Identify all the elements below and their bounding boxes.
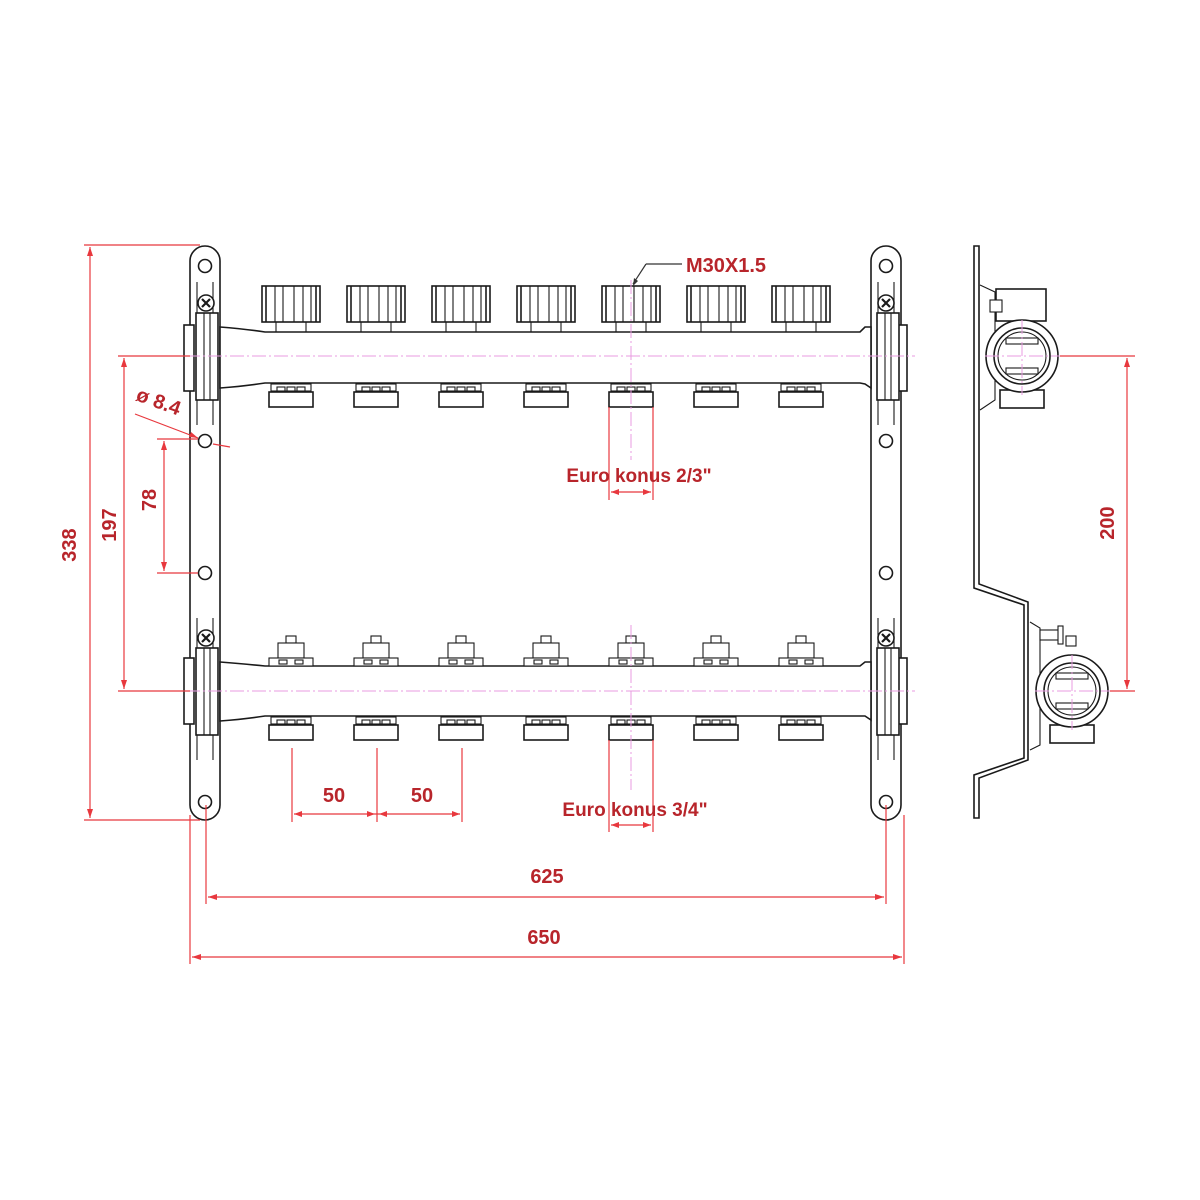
euro-cone-bottom-label: Euro konus 3/4" bbox=[562, 800, 707, 821]
side-view bbox=[973, 245, 1115, 819]
dim-side-axis-distance: 200 bbox=[1097, 506, 1119, 539]
dim-overall-height: 338 bbox=[59, 528, 81, 561]
dim-outlet-pitch-1: 50 bbox=[323, 785, 345, 807]
dim-overall-width: 650 bbox=[527, 927, 560, 949]
dim-bracket-hole-distance: 625 bbox=[530, 866, 563, 888]
thread-label: M30X1.5 bbox=[686, 255, 766, 277]
center-lines bbox=[120, 280, 915, 790]
euro-cone-top-label: Euro konus 2/3" bbox=[566, 466, 711, 487]
dimension-lines bbox=[84, 244, 1135, 964]
dim-outlet-pitch-2: 50 bbox=[411, 785, 433, 807]
dim-hole-diameter: ø 8.4 bbox=[133, 384, 184, 421]
dim-hole-spacing: 78 bbox=[139, 489, 161, 511]
dim-axis-to-bottom: 197 bbox=[99, 508, 121, 541]
